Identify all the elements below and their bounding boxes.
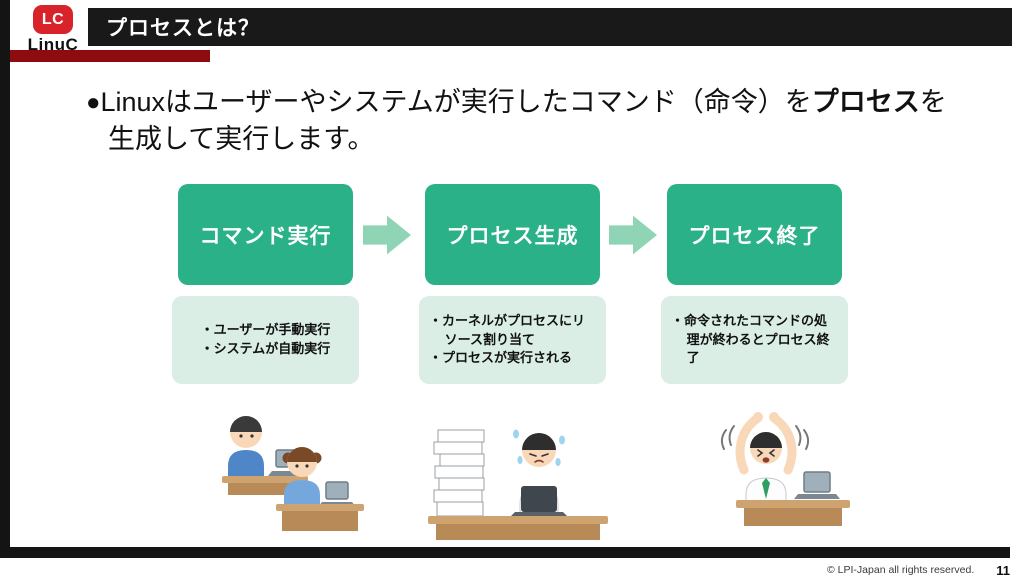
stretching-worker	[720, 412, 810, 503]
lead-line1-pre: Linuxはユーザーやシステムが実行したコマンド（命令）を	[100, 87, 812, 117]
flow-step-process-create: プロセス生成	[425, 184, 600, 285]
flow-step-title: コマンド実行	[199, 224, 332, 248]
two-workers-illustration	[222, 416, 364, 531]
slide-title-bar: プロセスとは？	[88, 8, 1012, 46]
flow-arrow-icon	[609, 215, 657, 255]
page-title: プロセスとは？	[106, 17, 260, 40]
flow-step-title: プロセス終了	[688, 224, 821, 248]
lead-text: ●Linuxはユーザーやシステムが実行したコマンド（命令）をプロセスを 生成して…	[86, 84, 976, 159]
flow-step-title: プロセス生成	[446, 224, 579, 248]
lead-line1-post: を	[919, 87, 947, 117]
detail-point: ユーザーが手動実行	[201, 321, 331, 340]
overloaded-worker-illustration	[428, 429, 608, 540]
page-number: 11	[996, 562, 1010, 578]
footer-meta: © LPI-Japan all rights reserved. 11	[827, 558, 1010, 582]
stressed-worker	[509, 429, 569, 518]
laptop	[794, 471, 840, 499]
detail-point: プロセスが実行される	[429, 349, 596, 368]
flow-step-process-end: プロセス終了	[667, 184, 842, 285]
step-detail-list: ユーザーが手動実行 システムが自動実行	[201, 321, 331, 359]
step-detail-box: 命令されたコマンドの処理が終わるとプロセス終了	[661, 296, 848, 384]
detail-point: カーネルがプロセスにリソース割り当て	[429, 312, 596, 350]
copyright-text: © LPI-Japan all rights reserved.	[827, 564, 975, 576]
lead-line1-bold: プロセス	[811, 87, 920, 117]
paper-stack	[433, 429, 485, 517]
stretching-worker-illustration	[720, 412, 850, 526]
front-worker	[282, 447, 356, 507]
flow-arrow-icon	[363, 215, 411, 255]
linuc-logo: LC LinuC	[20, 5, 86, 55]
lead-line2: 生成して実行します。	[108, 124, 375, 155]
bullet-icon: ●	[86, 89, 101, 116]
linuc-logo-icon: LC	[32, 5, 74, 34]
red-accent-bar	[10, 50, 210, 62]
footer-bar	[0, 547, 1010, 558]
step-detail-list: 命令されたコマンドの処理が終わるとプロセス終了	[671, 312, 838, 369]
detail-point: 命令されたコマンドの処理が終わるとプロセス終了	[671, 312, 838, 369]
flow-step-command-exec: コマンド実行	[178, 184, 353, 285]
step-detail-list: カーネルがプロセスにリソース割り当て プロセスが実行される	[429, 312, 596, 369]
step-detail-box: カーネルがプロセスにリソース割り当て プロセスが実行される	[419, 296, 606, 384]
left-edge-bar	[0, 0, 10, 558]
linuc-brand-text: LinuC	[27, 35, 79, 54]
step-detail-box: ユーザーが手動実行 システムが自動実行	[172, 296, 359, 384]
detail-point: システムが自動実行	[201, 340, 331, 359]
